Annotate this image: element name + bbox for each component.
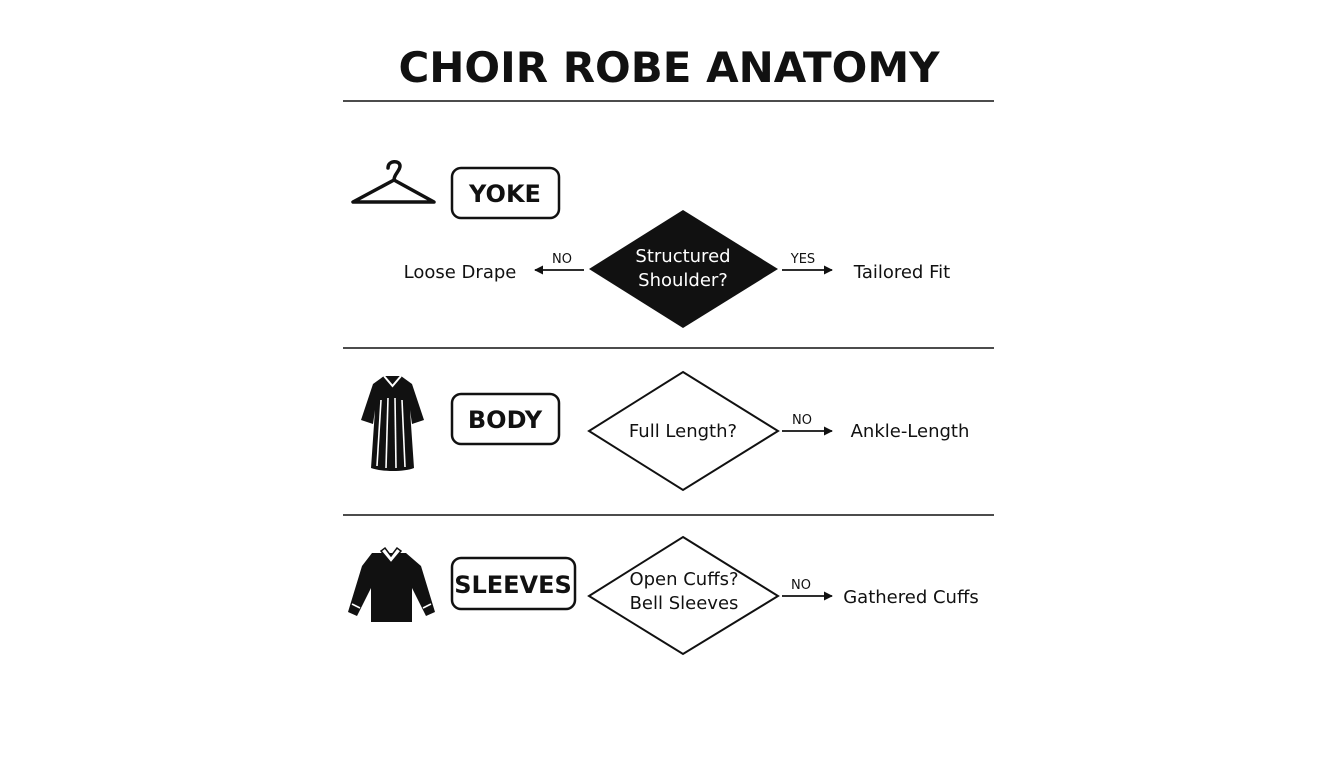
body-decision-line1: Full Length? [629, 421, 737, 442]
body-label: BODY [468, 406, 543, 434]
sleeves-decision-line1: Open Cuffs? [629, 569, 738, 590]
body-no-outcome: Ankle-Length [851, 421, 970, 442]
sleeves-no-tag: NO [791, 578, 811, 593]
yoke-label: YOKE [468, 180, 541, 208]
yoke-decision-diamond [589, 210, 778, 328]
section-sleeves: SLEEVES Open Cuffs? Bell Sleeves NO Gath… [348, 535, 979, 656]
section-body: BODY Full Length? NO Ankle-Length [361, 370, 970, 492]
sleeves-no-outcome: Gathered Cuffs [843, 587, 979, 608]
body-label-box [450, 392, 561, 446]
yoke-no-tag: NO [552, 252, 572, 267]
sleeves-label: SLEEVES [454, 571, 572, 599]
section-yoke: YOKE Structured Shoulder? NO Loose Drape… [351, 160, 950, 328]
body-no-tag: NO [792, 413, 812, 428]
shirt-icon [348, 546, 435, 622]
yoke-decision-line1: Structured [635, 246, 730, 267]
yoke-decision-line2: Shoulder? [638, 270, 728, 291]
yoke-label-box [450, 166, 561, 220]
yoke-yes-outcome: Tailored Fit [853, 262, 950, 283]
sleeves-decision-line2: Bell Sleeves [630, 593, 739, 614]
page-title: CHOIR ROBE ANATOMY [398, 43, 940, 92]
yoke-yes-tag: YES [790, 252, 815, 267]
yoke-no-outcome: Loose Drape [404, 262, 517, 283]
hanger-icon [351, 160, 436, 204]
robe-icon [361, 375, 424, 471]
sleeves-decision-diamond [587, 535, 780, 656]
body-decision-diamond [587, 370, 780, 492]
sleeves-label-box [450, 556, 577, 611]
